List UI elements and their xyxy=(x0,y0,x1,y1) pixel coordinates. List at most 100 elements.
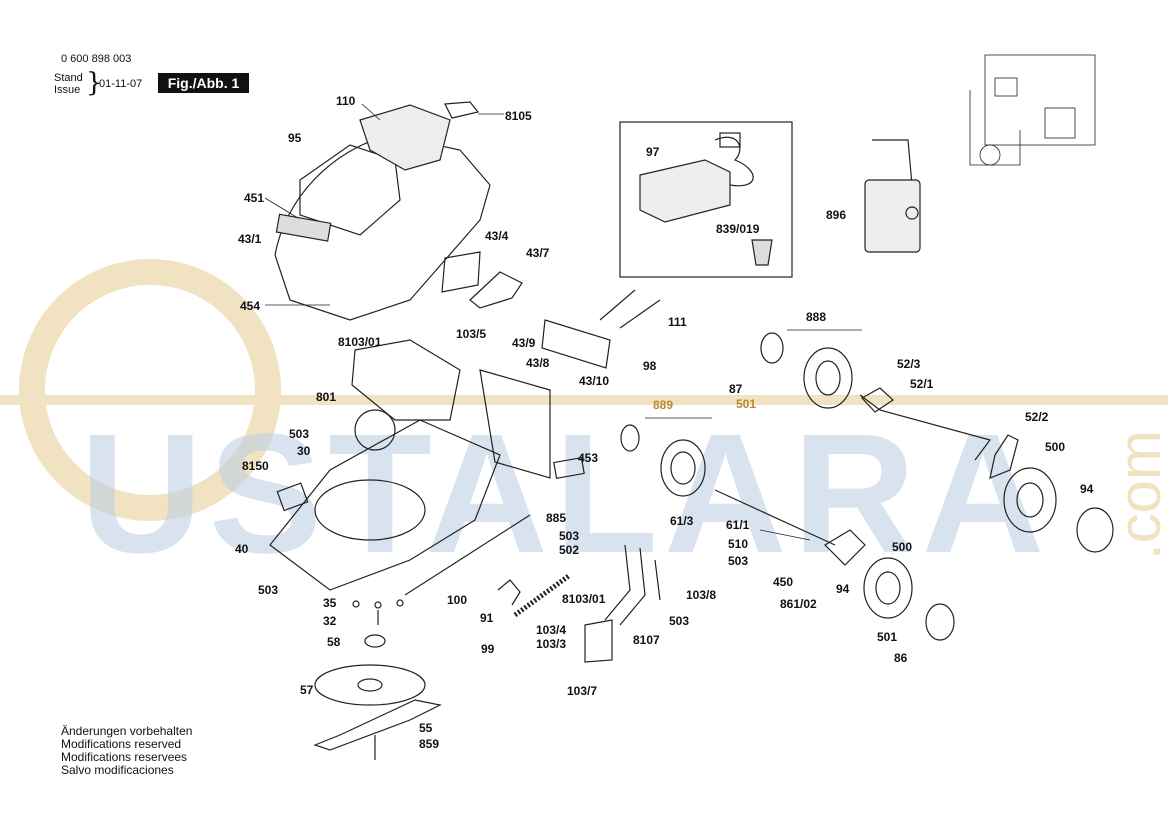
hubcap-94 xyxy=(1076,507,1114,553)
part-99-spring xyxy=(513,572,572,618)
label-94-b: 94 xyxy=(836,582,850,596)
charger-frame xyxy=(619,121,793,278)
wheel-front-right xyxy=(863,557,913,619)
label-57: 57 xyxy=(300,683,314,697)
label-43-10: 43/10 xyxy=(579,374,610,388)
part-57-fan xyxy=(314,664,426,706)
part-52-3 xyxy=(861,387,894,413)
part-43-4 xyxy=(441,251,481,293)
label-55: 55 xyxy=(419,721,433,735)
label-43-4: 43/4 xyxy=(485,229,509,243)
label-103-7: 103/7 xyxy=(567,684,598,698)
label-103-5: 103/5 xyxy=(456,327,487,341)
label-510: 510 xyxy=(728,537,749,551)
part-58-spacer xyxy=(364,634,386,648)
note-es: Salvo modificaciones xyxy=(61,763,174,777)
cable-bundle xyxy=(604,544,661,626)
label-8103-01-b: 8103/01 xyxy=(562,592,606,606)
label-503-c: 503 xyxy=(559,529,580,543)
modifications-notes: Änderungen vorbehalten Modifications res… xyxy=(61,725,192,777)
label-86: 86 xyxy=(894,651,908,665)
label-503-a: 503 xyxy=(289,427,310,441)
label-87: 87 xyxy=(729,382,743,396)
label-896: 896 xyxy=(826,208,847,222)
label-61-1: 61/1 xyxy=(726,518,750,532)
part-8107 xyxy=(584,619,613,663)
label-8150: 8150 xyxy=(242,459,269,473)
label-52-2: 52/2 xyxy=(1025,410,1049,424)
label-8107: 8107 xyxy=(633,633,660,647)
label-58: 58 xyxy=(327,635,341,649)
motor-801 xyxy=(354,409,396,451)
part-98 xyxy=(541,319,611,369)
battery-pack xyxy=(864,139,921,253)
screw-set xyxy=(352,599,404,625)
part-8150 xyxy=(276,482,309,512)
label-43-8: 43/8 xyxy=(526,356,550,370)
label-43-7: 43/7 xyxy=(526,246,550,260)
label-453: 453 xyxy=(578,451,599,465)
hubcap-87 xyxy=(760,332,784,364)
note-fr: Modifications reservees xyxy=(61,750,188,764)
label-502: 502 xyxy=(559,543,580,557)
label-503-d: 503 xyxy=(258,583,279,597)
note-en: Modifications reserved xyxy=(61,737,182,751)
label-885: 885 xyxy=(546,511,567,525)
label-450: 450 xyxy=(773,575,794,589)
label-8103-01-a: 8103/01 xyxy=(338,335,382,349)
label-8105: 8105 xyxy=(505,109,532,123)
label-91: 91 xyxy=(480,611,494,625)
label-501-a: 501 xyxy=(736,397,757,411)
stand-label: Stand xyxy=(54,72,83,84)
label-32: 32 xyxy=(323,614,337,628)
leader-lines xyxy=(264,103,862,541)
issue-label: Issue xyxy=(54,84,81,96)
label-40: 40 xyxy=(235,542,249,556)
label-889: 889 xyxy=(653,398,674,412)
part-450-bracket xyxy=(824,529,866,566)
wheel-rear-left xyxy=(803,347,853,409)
part-839-019 xyxy=(751,239,773,266)
label-103-3: 103/3 xyxy=(536,637,567,651)
label-500-a: 500 xyxy=(1045,440,1066,454)
label-454: 454 xyxy=(240,299,261,313)
label-61-3: 61/3 xyxy=(670,514,694,528)
part-52-2 xyxy=(989,434,1019,479)
part-111 xyxy=(599,289,661,329)
label-103-8: 103/8 xyxy=(686,588,717,602)
hubcap-86 xyxy=(925,603,955,641)
part-43-9 xyxy=(479,369,551,479)
part-61-1-axle xyxy=(714,489,836,546)
issue-date: 01-11-07 xyxy=(99,78,143,90)
label-100: 100 xyxy=(447,593,468,607)
part-number: 0 600 898 003 xyxy=(61,53,132,65)
label-451: 451 xyxy=(244,191,265,205)
label-501-b: 501 xyxy=(877,630,898,644)
label-43-1: 43/1 xyxy=(238,232,262,246)
label-30: 30 xyxy=(297,444,311,458)
wheel-front-left xyxy=(660,439,706,497)
label-99: 99 xyxy=(481,642,495,656)
label-503-e: 503 xyxy=(669,614,690,628)
label-861-02: 861/02 xyxy=(780,597,817,611)
label-52-3: 52/3 xyxy=(897,357,921,371)
label-503-b: 503 xyxy=(728,554,749,568)
label-801: 801 xyxy=(316,390,337,404)
label-52-1: 52/1 xyxy=(910,377,934,391)
label-98: 98 xyxy=(643,359,657,373)
part-91 xyxy=(497,579,521,606)
part-8103-01-tray xyxy=(351,339,461,421)
part-885-rod xyxy=(404,514,531,596)
label-111: 111 xyxy=(668,315,687,329)
label-43-9: 43/9 xyxy=(512,336,536,350)
wheel-rear-right xyxy=(1003,467,1057,533)
note-de: Änderungen vorbehalten xyxy=(61,724,193,738)
part-8105-clip xyxy=(444,101,480,119)
label-97: 97 xyxy=(646,145,660,159)
part-43-7 xyxy=(469,271,523,309)
wiring-schematic xyxy=(969,54,1096,166)
part-453-label xyxy=(553,456,585,480)
label-95: 95 xyxy=(288,131,302,145)
mower-deck xyxy=(269,419,501,591)
